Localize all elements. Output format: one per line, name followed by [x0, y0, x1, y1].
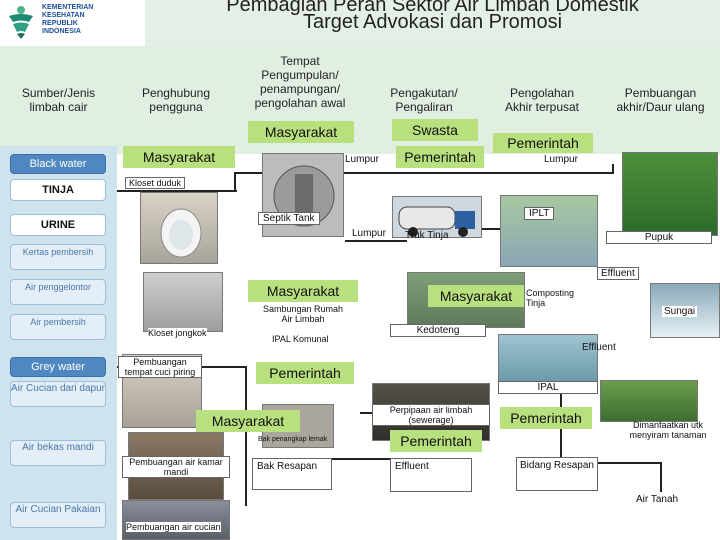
- label-bak-penangkap: Bak penangkap lemak: [258, 436, 328, 443]
- sidebar-urine: URINE: [10, 214, 106, 236]
- flow-line: [660, 462, 662, 492]
- photo-ipal: [498, 334, 598, 382]
- label-effluent-1: Effluent: [597, 267, 639, 280]
- logo-line: KEMENTERIAN: [42, 4, 94, 11]
- sidebar-kertas: Kertas pembersih: [10, 244, 106, 270]
- role-masyarakat-2: Masyarakat: [123, 146, 235, 168]
- role-pemerintah-4: Pemerintah: [500, 407, 592, 429]
- truck-icon: [398, 206, 475, 237]
- title-line-2: Target Advokasi dan Promosi: [302, 11, 563, 33]
- sidebar: [0, 146, 117, 540]
- toilet-icon: [160, 208, 202, 258]
- flow-line: [580, 462, 660, 464]
- label-composting: Composting Tinja: [526, 288, 576, 308]
- label-septik-tank: Septik Tank: [258, 212, 320, 225]
- label-bidang-resapan: Bidang Resapan: [516, 457, 598, 491]
- column-header-disposal: Pembuangan akhir/Daur ulang: [601, 46, 720, 154]
- role-swasta: Swasta: [392, 119, 478, 141]
- ministry-logo: [3, 2, 39, 40]
- logo-text: KEMENTERIAN KESEHATAN REPUBLIK INDONESIA: [42, 4, 93, 36]
- sidebar-tinja: TINJA: [10, 179, 106, 201]
- column-header-label: Tempat Pengumpulan/ penampungan/ pengola…: [254, 54, 346, 110]
- role-masyarakat-4: Masyarakat: [428, 285, 524, 307]
- flow-line: [234, 172, 614, 174]
- label-pembuangan-piring: Pembuangan tempat cuci piring: [118, 356, 202, 378]
- photo-laundry: [122, 500, 230, 540]
- logo-line: REPUBLIK: [42, 20, 78, 27]
- title-line-1: Pembagian Peran Sektor Air Limbah Domest…: [226, 0, 639, 16]
- ministry-logo-icon: [9, 6, 33, 39]
- label-lumpur-1: Lumpur: [345, 154, 379, 165]
- column-header-label: Pembuangan akhir/Daur ulang: [616, 86, 705, 114]
- column-header-label: Pengakutan/ Pengaliran: [390, 86, 458, 114]
- label-sungai: Sungai: [662, 306, 698, 317]
- role-pemerintah-3: Pemerintah: [256, 362, 354, 384]
- label-dimanfaatkan: Dimanfaatkan utk menyiram tanaman: [629, 420, 707, 440]
- sidebar-black-water: Black water: [10, 154, 106, 174]
- column-header-source: Sumber/Jenis limbah cair: [0, 46, 117, 154]
- sidebar-air-bekas-mandi: Air bekas mandi: [10, 440, 106, 466]
- label-kloset-duduk: Kloset duduk: [125, 177, 186, 189]
- role-masyarakat-3: Masyarakat: [248, 280, 358, 302]
- label-effluent-3: Effluent: [390, 458, 472, 492]
- column-header-connector: Penghubung pengguna: [117, 46, 235, 154]
- page-title: Pembagian Peran Sektor Air Limbah Domest…: [145, 0, 720, 46]
- label-bak-resapan: Bak Resapan: [252, 458, 332, 490]
- photo-truck: [392, 196, 482, 238]
- role-masyarakat-1: Masyarakat: [248, 121, 354, 143]
- sidebar-air-penggelontor: Air penggelontor: [10, 279, 106, 305]
- label-ipal: IPAL: [498, 381, 598, 394]
- sidebar-air-pembersih: Air pembersih: [10, 314, 106, 340]
- sidebar-air-cucian-pakaian: Air Cucian Pakaian: [10, 502, 106, 528]
- label-effluent-2: Effluent: [582, 342, 616, 353]
- label-lumpur-2: Lumpur: [544, 154, 578, 165]
- role-pemerintah-5: Pemerintah: [390, 430, 482, 452]
- label-lumpur-3: Lumpur: [352, 228, 386, 239]
- flow-line: [470, 228, 500, 230]
- column-header-label: Penghubung pengguna: [141, 86, 211, 114]
- label-sambungan: Sambungan Rumah Air Limbah: [262, 304, 344, 324]
- flow-line: [234, 172, 236, 192]
- photo-squat-toilet: [143, 272, 223, 332]
- flow-line: [612, 164, 614, 174]
- label-truk-tinja: Truk Tinja: [405, 230, 449, 241]
- flow-line: [245, 366, 247, 506]
- role-masyarakat-5: Masyarakat: [196, 410, 300, 432]
- photo-sitting-toilet: [140, 192, 218, 264]
- photo-field: [622, 152, 718, 236]
- label-ipal-komunal: IPAL Komunal: [272, 334, 329, 344]
- label-perpipaan: Perpipaan air limbah (sewerage): [372, 404, 490, 426]
- label-pembuangan-cucian: Pembuangan air cucian: [126, 522, 221, 532]
- flow-line: [345, 240, 407, 242]
- role-pemerintah-1: Pemerintah: [493, 133, 593, 153]
- label-pembuangan-kamar-mandi: Pembuangan air kamar mandi: [122, 456, 230, 478]
- septic-tank-icon: [273, 165, 335, 227]
- role-pemerintah-2: Pemerintah: [396, 146, 484, 168]
- column-header-label: Pengolahan Akhir terpusat: [504, 86, 580, 114]
- photo-iplt: [500, 195, 598, 267]
- label-air-tanah: Air Tanah: [636, 494, 679, 505]
- column-header-label: Sumber/Jenis limbah cair: [21, 86, 96, 114]
- logo-line: INDONESIA: [42, 28, 81, 35]
- logo-line: KESEHATAN: [42, 12, 85, 19]
- label-iplt: IPLT: [524, 207, 555, 220]
- flow-line: [320, 458, 450, 460]
- sidebar-air-cucian-dapur: Air Cucian dari dapur: [10, 381, 106, 407]
- label-kloset-jongkok: Kloset jongkok: [148, 328, 207, 338]
- flow-line: [117, 190, 237, 192]
- label-kedoteng: Kedoteng: [390, 324, 486, 337]
- photo-plants: [600, 380, 698, 422]
- sidebar-grey-water: Grey water: [10, 357, 106, 377]
- label-pupuk: Pupuk: [606, 231, 712, 244]
